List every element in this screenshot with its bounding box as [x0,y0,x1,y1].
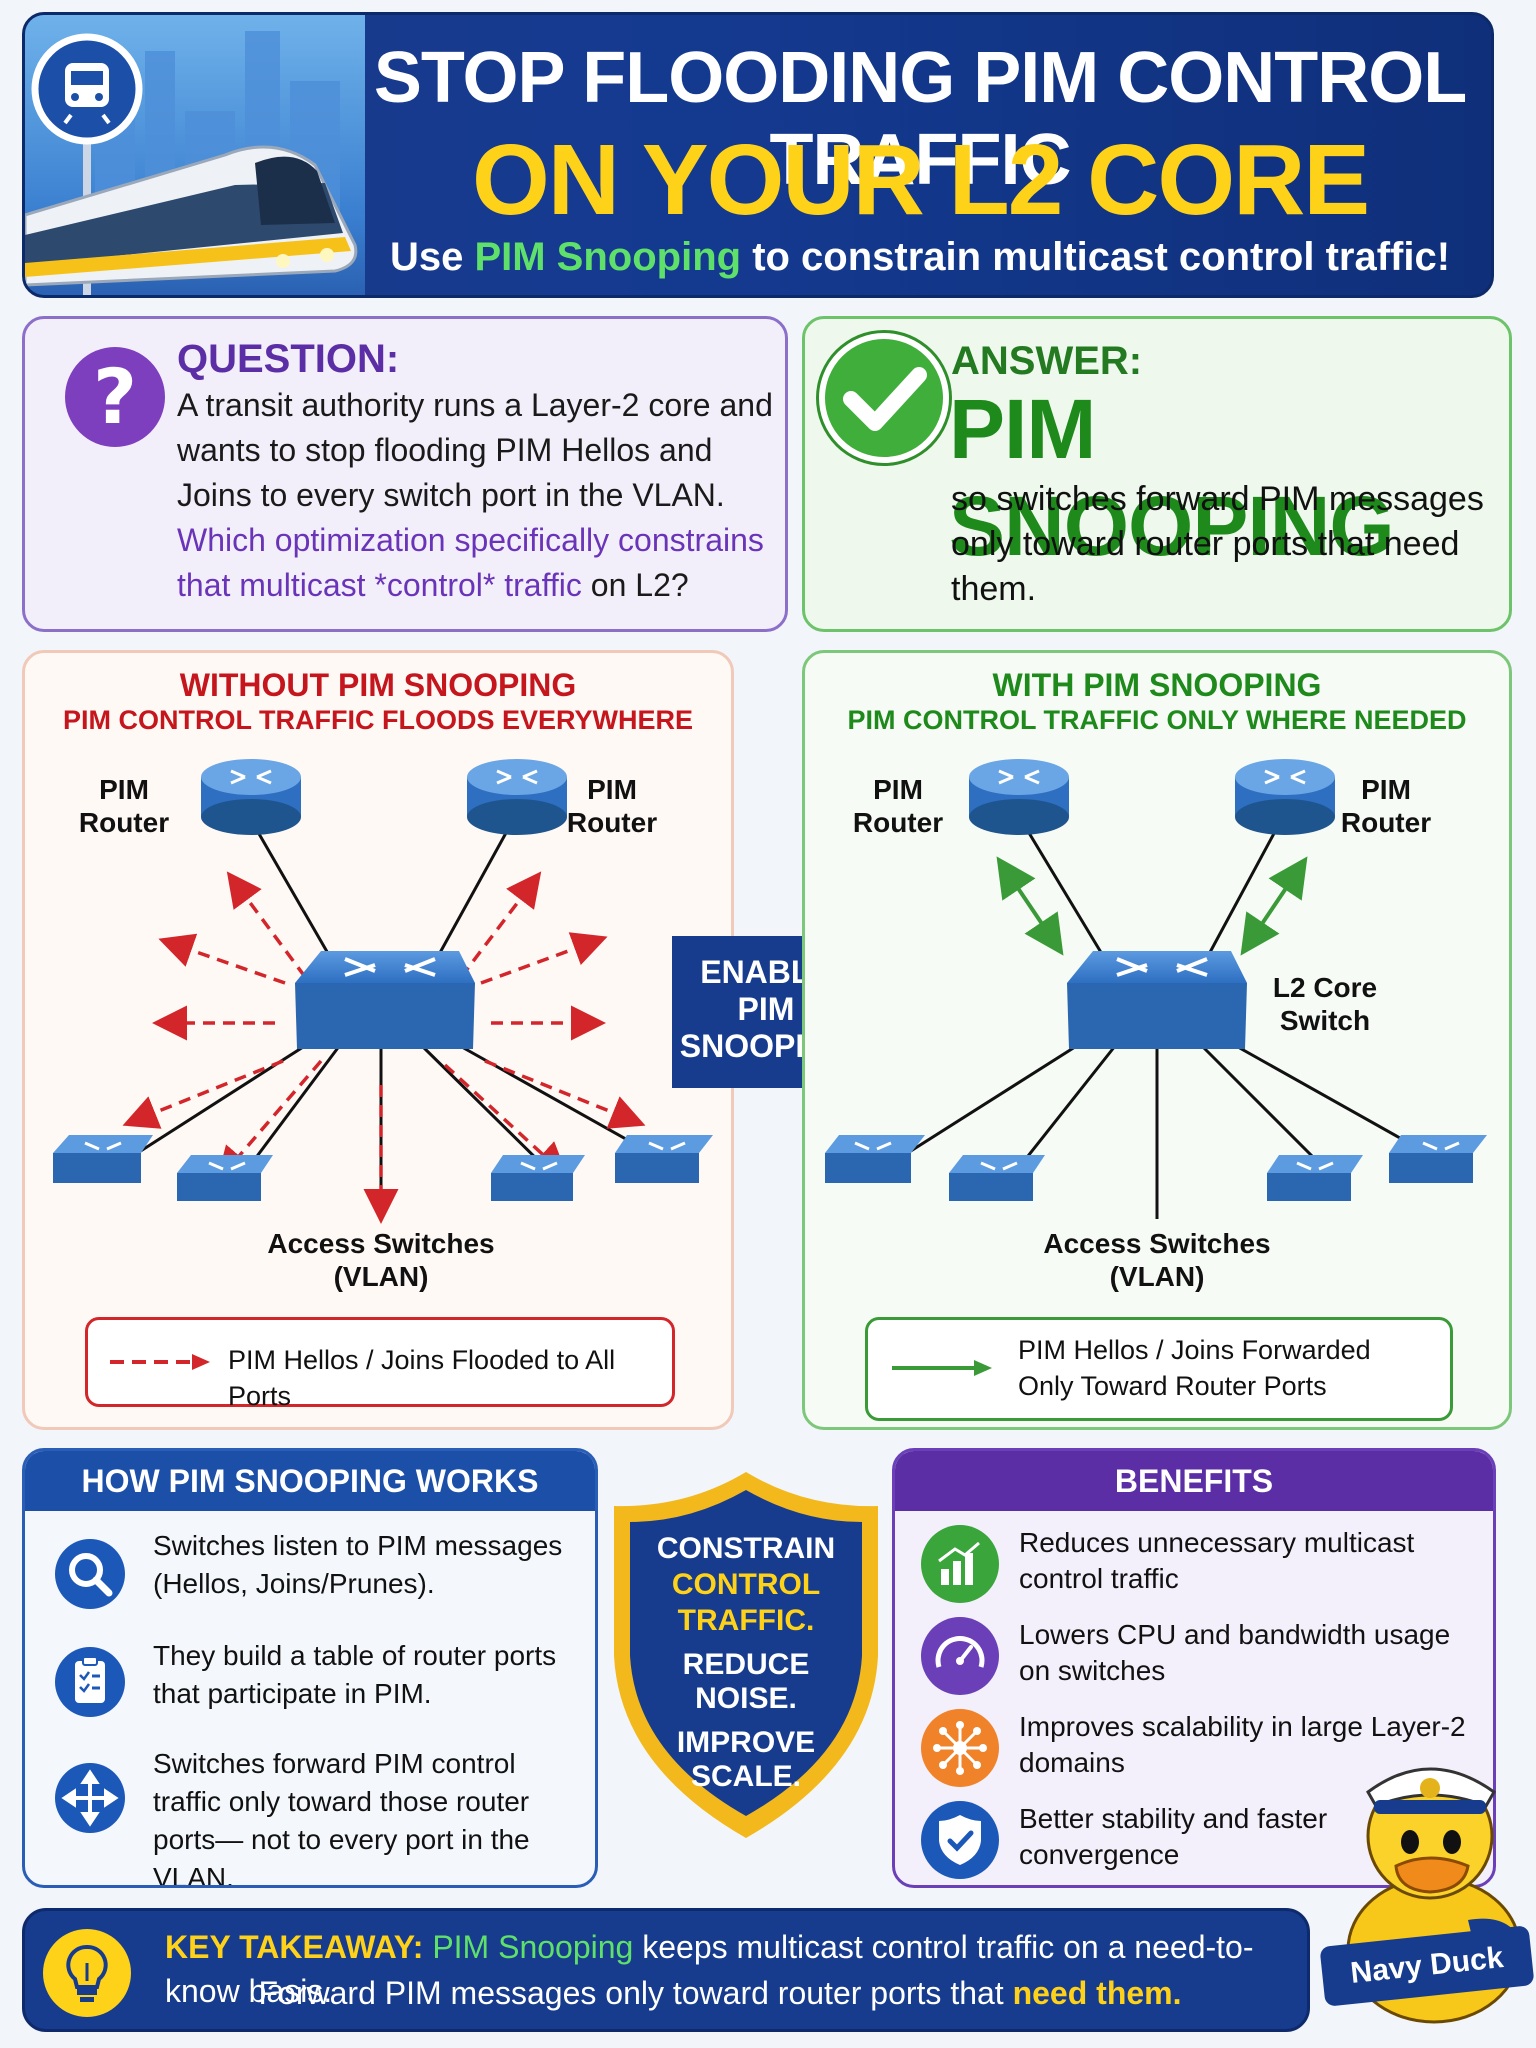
shield-line-4: REDUCE [682,1648,810,1681]
checkmark-icon [819,333,949,463]
key-takeaway-banner: KEY TAKEAWAY: PIM Snooping keeps multica… [22,1908,1310,2032]
pim-router-right [1235,759,1335,835]
with-snooping-panel: WITH PIM SNOOPING PIM CONTROL TRAFFIC ON… [802,650,1512,1430]
red-dashed-arrow-icon [110,1354,210,1370]
question-card: ? QUESTION: A transit authority runs a L… [22,316,788,632]
takeaway-label: KEY TAKEAWAY: [165,1929,424,1965]
benefit-2: Lowers CPU and bandwidth usage on switch… [1019,1619,1451,1686]
access-switches-label: Access Switches(VLAN) [1043,1228,1271,1292]
header-banner: STOP FLOODING PIM CONTROL TRAFFIC ON YOU… [22,12,1494,298]
core-switch-right [1067,951,1247,1049]
train-icon [25,33,358,295]
green-arrow-icon [892,1360,992,1376]
gauge-icon [921,1617,999,1695]
pim-router-left [201,759,301,835]
benefit-4: Better stability and faster convergence [1019,1803,1328,1870]
with-title: WITH PIM SNOOPING [992,667,1322,703]
question-icon: ? [65,347,165,447]
benefits-title: BENEFITS [895,1451,1493,1511]
without-title: WITHOUT PIM SNOOPING [179,667,577,703]
title-line-2: ON YOUR L2 CORE [471,124,1370,236]
pim-router-right [467,759,567,835]
forwarding-diagram [825,759,1487,1219]
shield-line-3: TRAFFIC. [677,1604,815,1637]
answer-label: ANSWER: [951,339,1143,383]
shield-check-icon [921,1801,999,1879]
answer-card: ANSWER: PIM SNOOPING so switches forward… [802,316,1512,632]
takeaway-line-1: KEY TAKEAWAY: PIM Snooping keeps multica… [165,1929,1254,2009]
without-snooping-panel: WITHOUT PIM SNOOPING PIM CONTROL TRAFFIC… [22,650,734,1430]
subtitle: Use PIM Snooping to constrain multicast … [389,235,1451,279]
answer-headline: PIM SNOOPING [949,382,1395,573]
flood-legend: PIM Hellos / Joins Flooded to All Ports [85,1317,675,1411]
how-it-works-box: HOW PIM SNOOPING WORKS Switches listen t… [22,1448,598,1888]
core-switch-left [295,951,475,1049]
shield-line-7: SCALE. [690,1760,801,1793]
how-title: HOW PIM SNOOPING WORKS [25,1451,595,1511]
network-hub-icon [921,1709,999,1787]
takeaway-line-2: Forward PIM messages only toward router … [258,1975,1182,2011]
flooding-diagram [53,759,713,1224]
subtitle-highlight: PIM Snooping [474,235,742,279]
bar-chart-icon [921,1525,999,1603]
move-arrows-icon [55,1763,125,1833]
question-highlight: Which optimization specifically constrai… [177,522,764,603]
clipboard-icon [55,1647,125,1717]
without-subtitle: PIM CONTROL TRAFFIC FLOODS EVERYWHERE [62,705,693,735]
benefit-3: Improves scalability in large Layer-2 do… [1019,1711,1466,1778]
shield-line-1: CONSTRAIN [656,1532,836,1565]
answer-text: so switches forward PIM messages only to… [951,480,1484,608]
how-step-2: They build a table of router ports that … [153,1640,557,1709]
takeaway-highlight: PIM Snooping [432,1929,634,1965]
with-subtitle: PIM CONTROL TRAFFIC ONLY WHERE NEEDED [847,705,1467,735]
question-label: QUESTION: [177,337,400,381]
lightbulb-icon [43,1929,131,2017]
shield-line-2: CONTROL [671,1568,821,1601]
how-step-3: Switches forward PIM control traffic onl… [153,1748,530,1888]
flood-legend-text: PIM Hellos / Joins Flooded to All Ports [228,1345,616,1411]
question-text: A transit authority runs a Layer-2 core … [177,387,773,603]
benefit-1: Reduces unnecessary multicast control tr… [1019,1527,1415,1594]
title-line-1: STOP FLOODING PIM CONTROL TRAFFIC [373,38,1467,200]
pim-router-left [969,759,1069,835]
access-switches-label: Access Switches(VLAN) [267,1228,495,1292]
magnifier-icon [55,1539,125,1609]
how-step-1: Switches listen to PIM messages (Hellos,… [153,1530,563,1599]
shield-line-5: NOISE. [695,1682,797,1715]
shield-line-6: IMPROVE [676,1726,816,1759]
shield-badge-icon [614,1472,878,1838]
